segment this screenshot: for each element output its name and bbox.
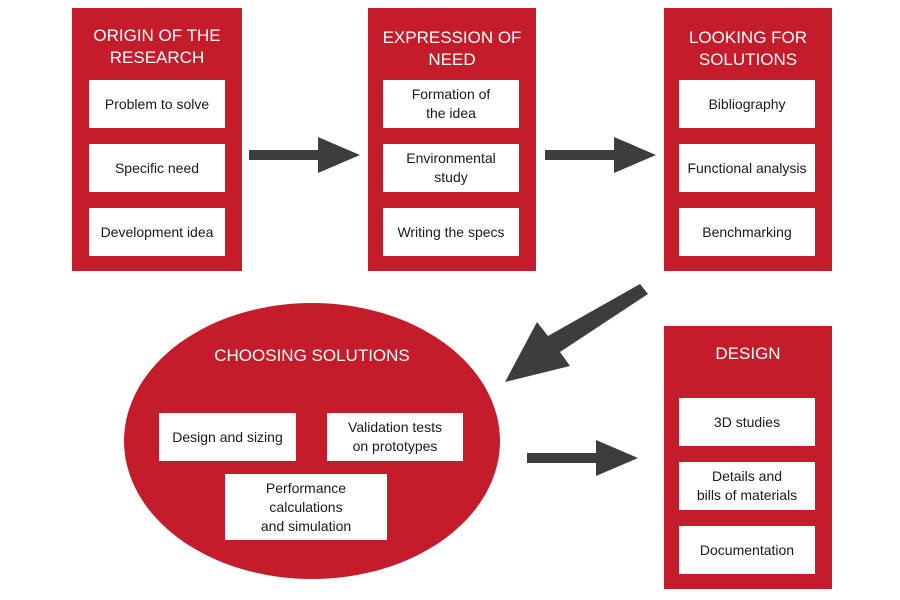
stage-design-panel: DESIGN 3D studies Details and bills of m… [664,326,832,589]
stage-looking-panel: LOOKING FOR SOLUTIONS Bibliography Funct… [664,8,832,271]
stage-design-title: DESIGN [715,344,781,363]
stage-origin-title: ORIGIN OF THE RESEARCH [93,26,221,67]
stage-expression-panel: EXPRESSION OF NEED Formation of the idea… [368,8,536,271]
stage-expression-item: Environmental study [383,144,519,192]
stage-design-item: Documentation [679,526,815,574]
arrow-origin-to-expression [249,137,360,173]
stage-choosing-title: CHOOSING SOLUTIONS [214,346,410,365]
stage-design-item: Details and bills of materials [679,462,815,510]
stage-origin-item: Specific need [89,144,225,192]
stage-origin-item: Problem to solve [89,80,225,128]
stage-looking-item: Benchmarking [679,208,815,256]
stage-design-item: 3D studies [679,398,815,446]
stage-looking-title: LOOKING FOR SOLUTIONS [688,28,808,69]
stage-choosing-item: Performance calculations and simulation [225,474,387,540]
stage-choosing-item: Design and sizing [159,413,296,461]
stage-looking-item: Bibliography [679,80,815,128]
stage-expression-item: Writing the specs [383,208,519,256]
stage-choosing-item: Validation tests on prototypes [327,413,463,461]
arrow-expression-to-looking [545,137,656,173]
stage-expression-title: EXPRESSION OF NEED [382,28,522,69]
stage-origin-panel: ORIGIN OF THE RESEARCH Problem to solve … [72,8,242,271]
arrow-looking-to-choosing [505,284,648,382]
arrow-choosing-to-design [527,440,638,476]
stage-origin-item: Development idea [89,208,225,256]
stage-expression-item: Formation of the idea [383,80,519,128]
stage-looking-item: Functional analysis [679,144,815,192]
